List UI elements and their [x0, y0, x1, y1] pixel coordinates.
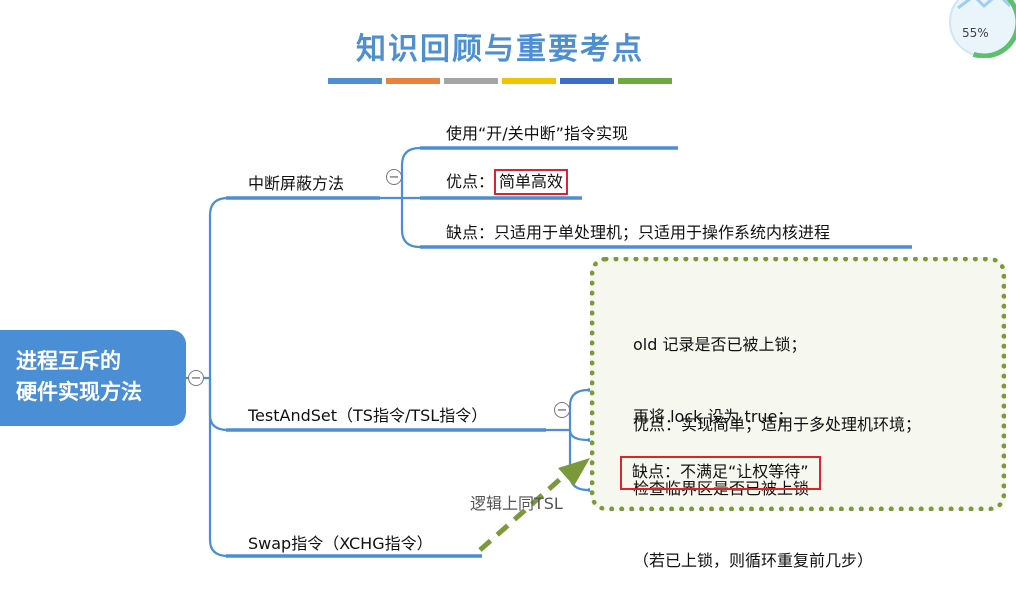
title-color-bar: [560, 78, 614, 84]
title-color-bar: [618, 78, 672, 84]
leaf-ts-logic[interactable]: old 记录是否已被上锁； 再将 lock 设为 true； 检查临界区是否已被…: [633, 285, 873, 597]
pros-highlight: 简单高效: [494, 169, 569, 195]
root-node[interactable]: 进程互斥的 硬件实现方法: [0, 330, 186, 426]
leaf-ts-pros[interactable]: 优点：实现简单；适用于多处理机环境；: [633, 415, 922, 434]
arrow-head: [558, 458, 590, 486]
branch-testandset[interactable]: TestAndSet（TS指令/TSL指令）: [248, 406, 488, 425]
link-ts-pros: [568, 429, 589, 442]
progress-badge: [949, 0, 1016, 58]
link-interrupt-cons: [400, 198, 421, 249]
leaf-interrupt-impl[interactable]: 使用“开/关中断”指令实现: [446, 124, 628, 143]
link-root-testandset: [208, 378, 229, 432]
title-color-bar: [386, 78, 440, 84]
progress-label: 55%: [962, 26, 989, 40]
arrow-swap-to-tsl: [478, 472, 568, 552]
collapse-interrupt-icon[interactable]: −: [386, 169, 402, 185]
link-root-interrupt: [208, 196, 229, 378]
leaf-interrupt-cons[interactable]: 缺点：只适用于单处理机；只适用于操作系统内核进程: [446, 223, 831, 242]
leaf-ts-cons[interactable]: 缺点：不满足“让权等待”: [620, 456, 821, 490]
progress-ring: [972, 0, 1016, 58]
branch-swap[interactable]: Swap指令（XCHG指令）: [248, 534, 433, 553]
logic-line: old 记录是否已被上锁；: [633, 335, 807, 354]
title-color-bar: [444, 78, 498, 84]
link-root-swap: [208, 378, 229, 558]
page-title: 知识回顾与重要考点: [356, 32, 644, 67]
link-ts-logic: [568, 388, 589, 430]
collapse-root-icon[interactable]: −: [188, 370, 204, 386]
leaf-interrupt-pros[interactable]: 优点：简单高效: [446, 168, 569, 195]
decor-wave-icon: [957, 0, 1012, 10]
root-label-line2: 硬件实现方法: [16, 380, 142, 404]
root-label-line1: 进程互斥的: [16, 349, 121, 373]
title-color-bars: [328, 78, 674, 84]
ts-cons-highlight: 缺点：不满足“让权等待”: [620, 456, 821, 490]
collapse-testandset-icon[interactable]: −: [554, 402, 570, 418]
pros-prefix: 优点：: [446, 172, 495, 191]
testandset-detail-box: [590, 257, 1006, 511]
title-color-bar: [328, 78, 382, 84]
logic-line: （若已上锁，则循环重复前几步）: [633, 551, 874, 570]
title-color-bar: [502, 78, 556, 84]
arrow-note: 逻辑上同TSL: [470, 494, 563, 513]
link-interrupt-impl: [400, 146, 421, 198]
branch-interrupt[interactable]: 中断屏蔽方法: [248, 174, 345, 193]
logic-line: 再将 lock 设为 true；: [633, 407, 794, 426]
